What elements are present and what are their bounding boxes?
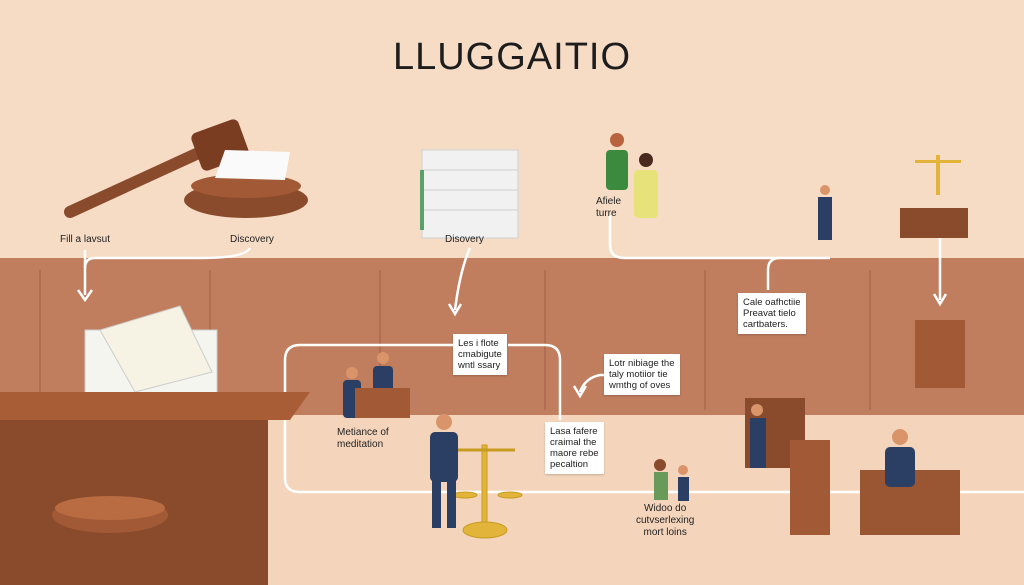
step-file-lawsuit: Fill a lavsut [60, 234, 111, 245]
person-icon [678, 465, 689, 501]
label-line: Lotr nibiage the [609, 358, 675, 369]
label-line: wmthg of oves [609, 380, 671, 391]
label-line: pecaltion [550, 459, 589, 470]
document-stack-icon [420, 149, 519, 239]
label-line: Afiele [596, 196, 622, 207]
label-line: Preavat tielo [743, 308, 796, 319]
step-discovery-center: Disovery [445, 234, 484, 245]
person-icon [750, 404, 766, 468]
label-line: meditation [337, 439, 384, 450]
courtroom-bench-icon [0, 392, 310, 585]
person-icon [430, 414, 458, 528]
label-line: turre [596, 208, 617, 219]
label-line: cutvserlexing [636, 515, 695, 526]
label-line: cartbaters. [743, 319, 788, 330]
person-icon [885, 429, 915, 487]
scales-of-justice-icon [915, 155, 961, 195]
label-line: cmabigute [458, 349, 502, 360]
wall-panels [39, 270, 871, 410]
person-icon [818, 185, 832, 240]
page-title: LLUGGAITIO [392, 36, 632, 78]
label-line: mort loins [643, 527, 687, 538]
label-line: Les i flote [458, 338, 499, 349]
label-line: maore rebe [550, 448, 599, 459]
label-line: craimal the [550, 437, 597, 448]
step-discovery-left: Discovery [230, 234, 274, 245]
label-line: Cale oafhctiie [743, 297, 801, 308]
label-line: taly motiior tie [609, 369, 668, 380]
gavel-icon [64, 119, 308, 218]
label-line: wntl ssary [458, 360, 501, 371]
person-icon [606, 133, 628, 190]
person-icon [654, 459, 668, 500]
label-line: Lasa fafere [550, 426, 598, 437]
scales-of-justice-icon [452, 444, 523, 539]
label-line: Metiance of [337, 427, 389, 438]
label-line: Widoo do [644, 503, 687, 514]
person-icon [634, 153, 658, 218]
mediation-table [355, 388, 410, 418]
